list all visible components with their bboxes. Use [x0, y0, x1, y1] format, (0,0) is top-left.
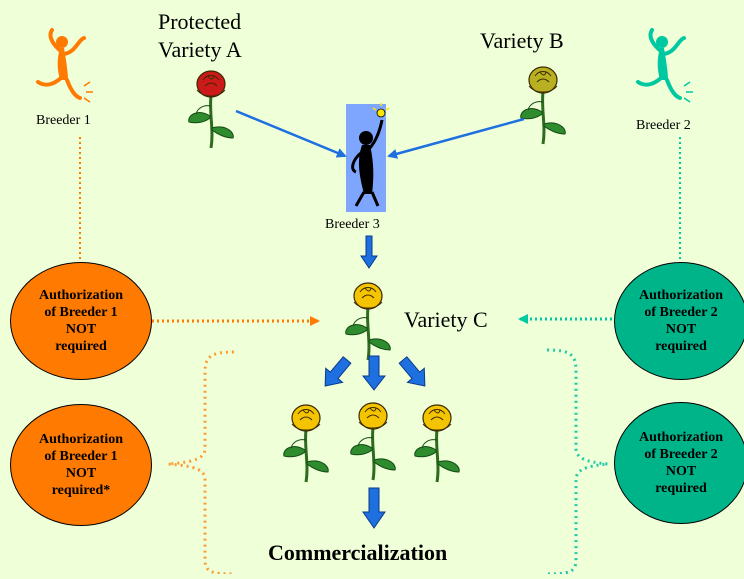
- protected-variety-a-label: Protected Variety A: [158, 9, 242, 62]
- auth-breeder2-bottom-text: Authorization of Breeder 2 NOT required: [639, 430, 723, 496]
- offspring-rose-icon: [413, 403, 461, 484]
- auth-breeder1-top-text: Authorization of Breeder 1 NOT required: [39, 288, 123, 354]
- arrow-fan-left: [316, 352, 356, 394]
- auth-breeder1-bottom-text: Authorization of Breeder 1 NOT required*: [39, 432, 123, 498]
- arrow-a-to-breeder3: [235, 109, 347, 158]
- breeder2-label: Breeder 2: [636, 118, 691, 133]
- breeder3-label: Breeder 3: [325, 217, 380, 232]
- right-dotted-bracket: [546, 348, 609, 576]
- variety-b-rose-icon: [519, 65, 567, 146]
- auth-breeder1-top-oval: Authorization of Breeder 1 NOT required: [10, 262, 152, 380]
- variety-c-rose-icon: [344, 281, 392, 362]
- breeder1-figure-icon: [36, 28, 95, 104]
- auth-breeder2-top-oval: Authorization of Breeder 2 NOT required: [614, 262, 744, 380]
- breeder1-label: Breeder 1: [36, 113, 91, 128]
- breeder3-thinking-person-icon: [351, 103, 390, 207]
- arrow-b-to-breeder3: [387, 117, 525, 159]
- auth-breeder2-bottom-oval: Authorization of Breeder 2 NOT required: [614, 402, 744, 524]
- offspring-rose-icon: [282, 403, 330, 484]
- commercialization-label: Commercialization: [268, 540, 448, 565]
- arrow-fan-center: [362, 355, 386, 391]
- auth-breeder1-bottom-oval: Authorization of Breeder 1 NOT required*: [10, 404, 152, 526]
- variety-b-label: Variety B: [480, 28, 564, 53]
- arrow-breeder3-to-variety-c: [360, 235, 378, 269]
- left-dotted-bracket: [167, 350, 235, 576]
- arrow-fan-right: [394, 352, 434, 394]
- arrow-to-commercialization: [362, 487, 386, 529]
- breeder2-figure-icon: [636, 28, 695, 104]
- auth-breeder2-top-text: Authorization of Breeder 2 NOT required: [639, 288, 723, 354]
- variety-c-label: Variety C: [404, 307, 488, 332]
- offspring-rose-icon: [349, 401, 397, 482]
- variety-a-rose-icon: [187, 69, 235, 150]
